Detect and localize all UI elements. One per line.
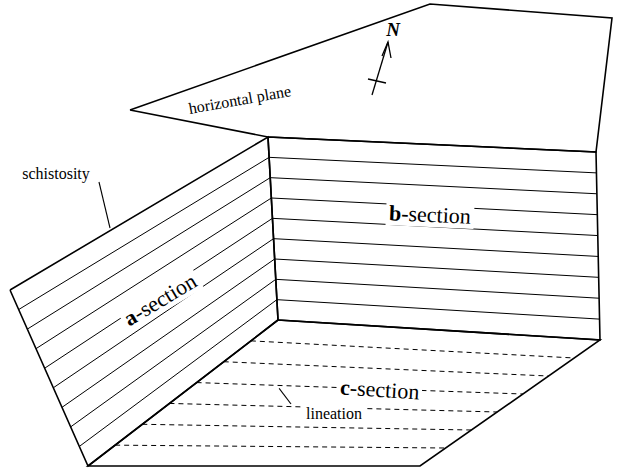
schistosity-leader	[99, 182, 110, 228]
schistosity-line	[62, 259, 275, 407]
c-section-face	[88, 320, 600, 466]
plane-label: horizontal plane	[185, 82, 296, 118]
schistosity-line	[45, 218, 273, 368]
lineation-line	[251, 341, 574, 358]
schistosity-line	[79, 300, 277, 447]
north-label: N	[383, 20, 403, 41]
lineation-leader	[279, 388, 291, 404]
schistosity-label: schistosity	[19, 165, 93, 183]
section-label: c-section	[337, 375, 424, 405]
schistosity-line	[36, 198, 271, 349]
north-arrow	[372, 42, 388, 95]
north-arrowhead	[382, 42, 391, 58]
b-section-face	[268, 137, 600, 340]
schistosity-line	[275, 259, 599, 277]
schistosity-line	[53, 239, 273, 388]
north-tick	[368, 79, 386, 83]
a-section-face	[10, 137, 278, 466]
schistosity-line	[276, 279, 599, 298]
lineation-line	[142, 424, 471, 430]
horizontal-plane	[130, 4, 612, 152]
schistosity-line	[270, 178, 597, 194]
lineation-line	[224, 362, 549, 376]
lineation-line	[115, 445, 446, 448]
schistosity-line	[277, 300, 600, 319]
schistosity-line	[19, 157, 269, 309]
schistosity-line	[274, 239, 599, 257]
lineation-label: lineation	[303, 405, 365, 423]
schistosity-line	[269, 157, 596, 173]
section-label: a-section	[117, 267, 204, 332]
section-label: b-section	[386, 201, 475, 229]
